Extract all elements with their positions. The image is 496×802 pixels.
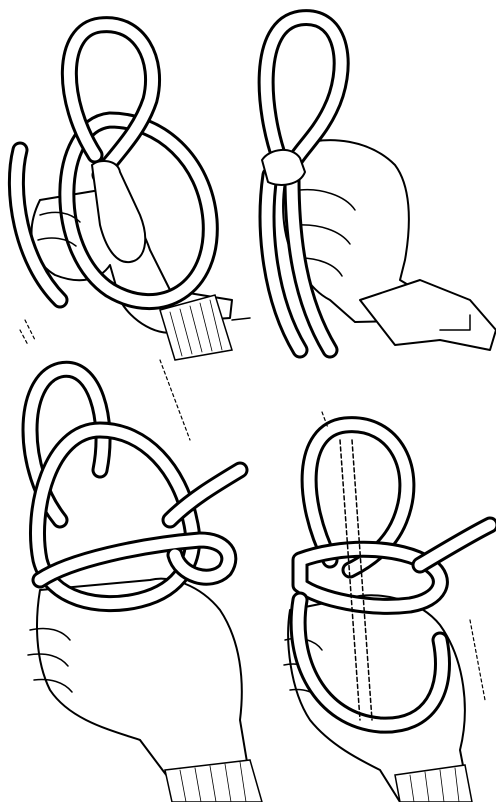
step-3-panel xyxy=(20,330,262,802)
step-2-thumb-icon xyxy=(262,150,305,185)
step-4-panel xyxy=(284,412,490,802)
step-2-panel xyxy=(262,18,496,350)
step-4-tail xyxy=(420,525,490,565)
step-3-working-end xyxy=(40,540,229,580)
step-3-hand-icon xyxy=(37,579,250,780)
